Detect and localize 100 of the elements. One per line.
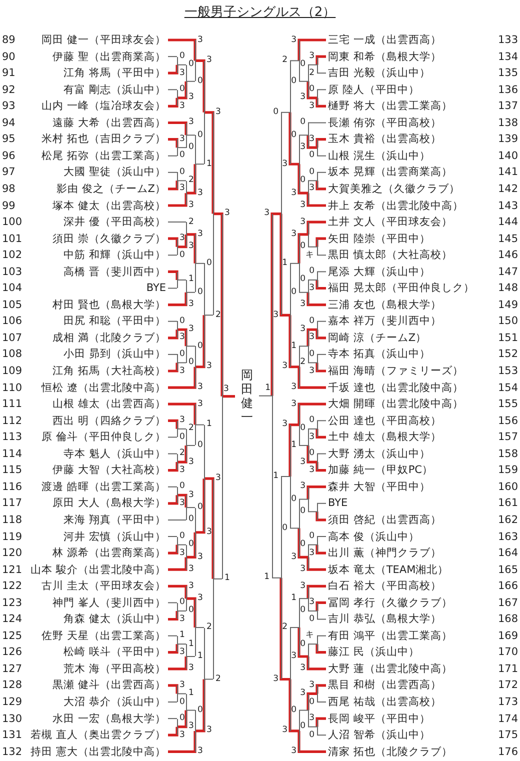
player-name: 成相 満（北陵クラブ） bbox=[52, 332, 166, 344]
player-name: 坂本 竜太（TEAM湘北） bbox=[328, 564, 449, 576]
score: 3 bbox=[309, 184, 314, 194]
score: 0 bbox=[188, 358, 194, 368]
score: 2 bbox=[188, 218, 194, 227]
entry-number: 142 bbox=[498, 182, 518, 195]
bracket-line bbox=[168, 292, 188, 306]
player-name: 中筋 和輝（浜山中） bbox=[64, 249, 166, 262]
bracket-line bbox=[308, 64, 318, 66]
score: 3 bbox=[224, 209, 230, 218]
entry-number: 176 bbox=[498, 746, 518, 758]
player-name: 松崎 咲斗（平田中） bbox=[64, 646, 166, 658]
entry-number: 164 bbox=[498, 547, 518, 560]
player-name: 林 源希（出雲商業高） bbox=[52, 547, 166, 560]
score: 3 bbox=[273, 674, 278, 684]
entry-number: 141 bbox=[498, 166, 518, 178]
bracket-line bbox=[186, 532, 196, 558]
player-name: 大沼 恭介（浜山中） bbox=[64, 696, 166, 708]
bracket-line bbox=[298, 402, 326, 425]
bracket-line bbox=[168, 635, 178, 636]
player-name: 神門 峯人（斐川西中） bbox=[52, 596, 166, 609]
bracket-line bbox=[316, 618, 326, 620]
score: 3 bbox=[180, 730, 185, 740]
entry-number: 94 bbox=[2, 116, 16, 129]
score: 1 bbox=[188, 275, 194, 284]
player-name: 嘉本 祥万（斐川西中） bbox=[328, 315, 442, 328]
score: 3 bbox=[188, 565, 194, 574]
bracket-line bbox=[186, 597, 196, 628]
player-name: 江角 将馬（平田中） bbox=[64, 67, 166, 80]
bracket-line bbox=[168, 557, 188, 571]
player-name: 伊藤 聖（出雲商業高） bbox=[52, 50, 166, 63]
bracket-line bbox=[168, 544, 178, 554]
score: 1 bbox=[188, 640, 194, 649]
entry-number: 170 bbox=[498, 646, 518, 658]
bracket-line bbox=[280, 476, 290, 477]
entry-number: 139 bbox=[498, 133, 518, 146]
entry-number: 113 bbox=[2, 431, 22, 444]
score: 0 bbox=[291, 288, 296, 297]
bracket-line bbox=[168, 684, 178, 694]
score: 3 bbox=[188, 582, 194, 591]
player-name: 長岡 峻平（平田中） bbox=[328, 712, 430, 725]
score: 3 bbox=[300, 565, 306, 574]
score: 0 bbox=[291, 494, 296, 504]
entry-number: 96 bbox=[2, 150, 16, 162]
player-name: 清家 拓也（北陵クラブ） bbox=[328, 746, 452, 758]
entry-number: 104 bbox=[2, 282, 22, 294]
bracket-line bbox=[308, 279, 318, 280]
player-name: 原 倫斗（平田仲良しク） bbox=[42, 431, 166, 444]
score: 3 bbox=[188, 664, 194, 674]
player-name: 寺本 拓真（浜山中） bbox=[328, 348, 430, 360]
score: 0 bbox=[188, 606, 194, 616]
bracket-line bbox=[168, 172, 178, 173]
score: 3 bbox=[188, 201, 194, 210]
entry-number: 157 bbox=[498, 431, 518, 444]
score: 3 bbox=[309, 432, 314, 442]
player-name: 大國 聖徒（浜山中） bbox=[64, 166, 166, 178]
bracket-line bbox=[177, 328, 188, 346]
score: 3 bbox=[180, 102, 185, 111]
entry-number: 130 bbox=[2, 712, 22, 725]
bracket-line bbox=[168, 519, 186, 520]
entry-number: 167 bbox=[498, 596, 518, 609]
score: 0 bbox=[198, 130, 203, 140]
entry-number: 121 bbox=[2, 564, 22, 576]
bracket-line bbox=[316, 55, 326, 65]
score: 3 bbox=[291, 747, 296, 756]
bracket-line bbox=[168, 270, 178, 280]
bracket-line bbox=[168, 402, 196, 425]
bracket-line bbox=[168, 726, 178, 736]
score: 3 bbox=[180, 333, 185, 342]
score: 3 bbox=[224, 384, 229, 394]
entry-number: 140 bbox=[498, 150, 518, 162]
entry-number: 136 bbox=[498, 84, 518, 96]
bracket-line bbox=[168, 222, 186, 223]
entry-number: 174 bbox=[498, 712, 518, 725]
bracket-line bbox=[288, 679, 299, 732]
score: 0 bbox=[180, 350, 185, 359]
bracket-line bbox=[280, 214, 290, 316]
bracket-line bbox=[186, 164, 196, 194]
score: 2 bbox=[216, 674, 221, 684]
player-name: 坂本 晃輝（出雲商業高） bbox=[328, 166, 452, 178]
bracket-line bbox=[168, 138, 178, 148]
bracket-line bbox=[168, 288, 178, 289]
bracket-line bbox=[308, 122, 326, 124]
bracket-line bbox=[177, 710, 188, 728]
entry-number: 107 bbox=[2, 332, 22, 344]
entry-number: 90 bbox=[2, 50, 16, 63]
bracket-line bbox=[316, 512, 326, 522]
score: 1 bbox=[273, 472, 278, 481]
score: 3 bbox=[309, 333, 314, 342]
bracket-line bbox=[195, 315, 206, 368]
entry-number: 135 bbox=[498, 67, 518, 80]
score: 3 bbox=[180, 184, 185, 194]
score: 0 bbox=[300, 540, 306, 550]
score: 0 bbox=[180, 714, 185, 724]
bracket-line bbox=[280, 578, 290, 681]
player-name: BYE bbox=[146, 282, 166, 294]
entry-number: 162 bbox=[498, 514, 518, 526]
score: 3 bbox=[291, 36, 296, 44]
score: 3 bbox=[198, 594, 203, 604]
player-name: 長瀬 侑弥（平田高校） bbox=[328, 116, 442, 129]
